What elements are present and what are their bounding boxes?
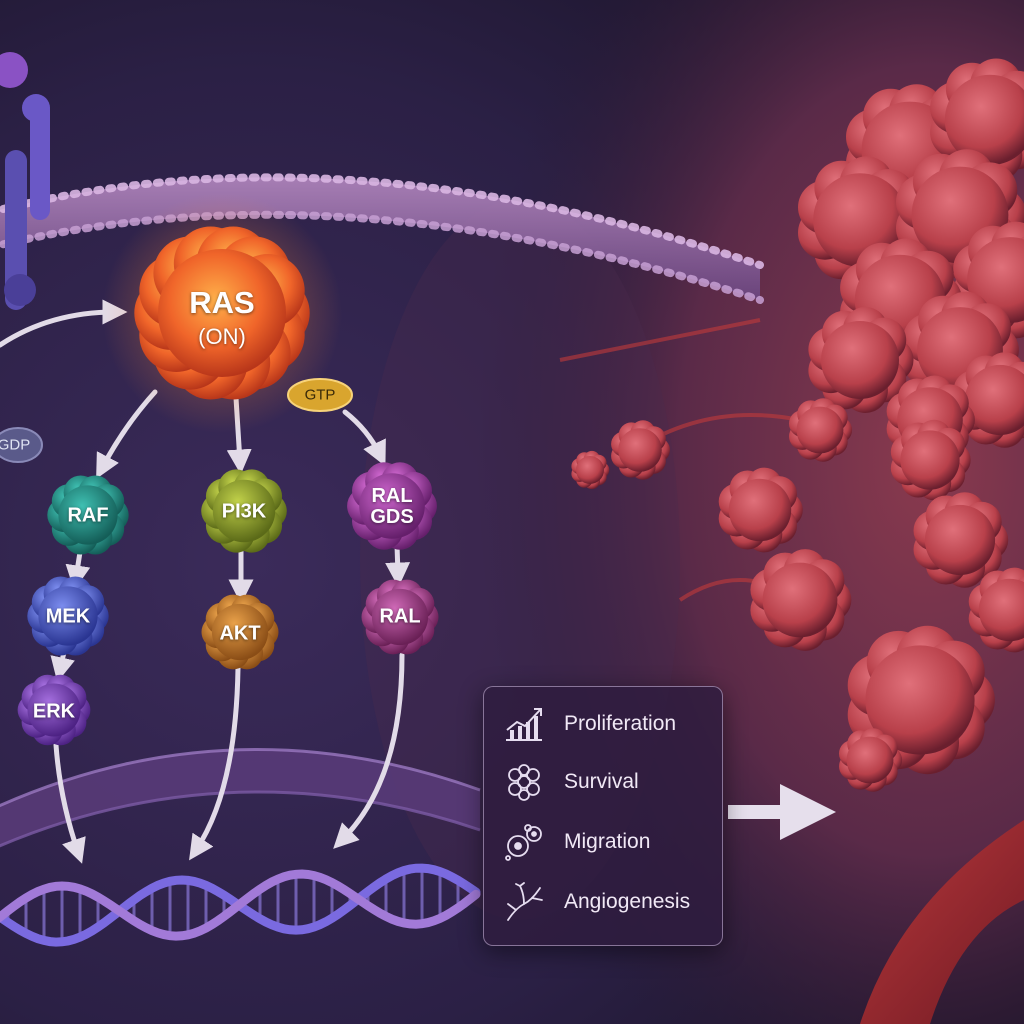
outcome-label: Migration xyxy=(564,830,651,853)
gtp-label: GTP xyxy=(304,386,336,404)
growth-chart-icon xyxy=(506,708,542,741)
outcome-label: Angiogenesis xyxy=(564,890,691,913)
cell-cluster-icon xyxy=(508,764,540,801)
outcome-angiogenesis: Angiogenesis xyxy=(484,877,724,927)
ralgds-protein-icon xyxy=(347,462,437,550)
arrow-akt-to-dna xyxy=(189,665,241,861)
migrating-cells-icon xyxy=(505,824,542,861)
pi3k-protein-icon xyxy=(201,469,287,553)
tumor-cell-2 xyxy=(930,58,1024,182)
tumor-cell-20 xyxy=(839,728,903,792)
erk-label: ERK xyxy=(32,700,76,723)
ras-state: (ON) xyxy=(198,323,246,349)
mek-protein-icon xyxy=(27,576,109,656)
tumor-cell-16 xyxy=(890,419,971,501)
mek-label: MEK xyxy=(45,605,91,628)
branching-vessels-icon xyxy=(507,882,543,921)
tumor-mass xyxy=(559,58,1024,792)
tumor-cell-17 xyxy=(913,492,1009,588)
akt-protein-icon xyxy=(201,594,279,670)
ras-label: RAS (ON) xyxy=(189,245,254,389)
outcome-migration: Migration xyxy=(484,817,724,867)
tumor-cell-19 xyxy=(968,567,1024,653)
receptor-icon xyxy=(0,52,50,310)
outcome-panel: Proliferation Survival Migration xyxy=(483,686,723,946)
ras-title: RAS xyxy=(189,284,255,320)
ralgds-label: RAL GDS xyxy=(370,485,414,528)
arrow-receptor-to-ras xyxy=(0,299,128,348)
outcome-label: Proliferation xyxy=(564,712,677,735)
arrow-gtp-to-ralgds xyxy=(342,409,386,467)
tumor-cell-14 xyxy=(718,467,803,553)
akt-label: AKT xyxy=(219,622,261,645)
arrow-ral-to-dna xyxy=(333,652,405,849)
tumor-cell-13 xyxy=(789,398,853,462)
arrow-ralgds-to-ral xyxy=(385,542,411,588)
outcome-survival: Survival xyxy=(484,757,724,807)
blood-vessel xyxy=(860,820,1024,1024)
pi3k-label: PI3K xyxy=(221,500,267,523)
tumor-cell-8 xyxy=(808,307,914,413)
ras-protein-icon xyxy=(134,226,310,400)
gdp-pill xyxy=(0,427,43,463)
erk-protein-icon xyxy=(17,674,91,746)
tumor-cell-11 xyxy=(611,420,671,480)
raf-protein-icon xyxy=(47,475,129,555)
tumor-cell-15 xyxy=(750,549,852,651)
ral-label: RAL xyxy=(379,605,421,628)
ral-protein-icon xyxy=(361,579,439,655)
outcome-proliferation: Proliferation xyxy=(484,699,724,749)
tumor-cell-12 xyxy=(571,450,610,490)
tumor-cell-5 xyxy=(953,221,1024,339)
dna-helix xyxy=(0,863,481,947)
gdp-label: GDP xyxy=(0,436,31,454)
gtp-pill xyxy=(287,378,353,412)
arrow-raf-to-mek xyxy=(65,549,91,591)
raf-label: RAF xyxy=(67,504,109,527)
outcome-label: Survival xyxy=(564,770,639,793)
arrow-erk-to-dna xyxy=(53,742,86,864)
